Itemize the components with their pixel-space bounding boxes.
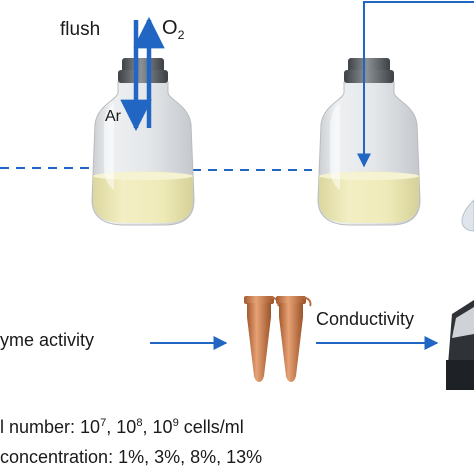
o2-label: O2 xyxy=(162,17,184,42)
cell-number-mid2: , 10 xyxy=(142,417,173,437)
o2-text: O xyxy=(162,17,178,39)
droplet-icon xyxy=(461,199,474,232)
conductivity-meter-icon xyxy=(446,300,474,390)
microcentrifuge-tube-icon xyxy=(244,296,280,382)
ar-label: Ar xyxy=(105,108,121,125)
serum-bottle-icon xyxy=(317,58,421,226)
conductivity-label: Conductivity xyxy=(316,309,415,329)
o2-subscript: 2 xyxy=(177,28,185,42)
cell-number-exp3: 9 xyxy=(172,417,179,429)
cell-number-exp1: 7 xyxy=(100,417,107,429)
cell-number-label: l number: 107, 108, 109 cells/ml xyxy=(0,417,244,438)
enzyme-activity-label: yme activity xyxy=(0,330,95,350)
microcentrifuge-tube-icon xyxy=(276,296,312,382)
cell-number-exp2: 8 xyxy=(136,417,143,429)
cell-number-mid1: , 10 xyxy=(106,417,137,437)
serum-bottle-icon xyxy=(91,58,195,226)
flush-label: flush xyxy=(60,19,101,40)
concentration-label: concentration: 1%, 3%, 8%, 13% xyxy=(0,447,263,467)
injection-line xyxy=(357,1,474,168)
cell-number-prefix: l number: 10 xyxy=(0,417,101,437)
cell-number-suffix: cells/ml xyxy=(178,417,244,437)
